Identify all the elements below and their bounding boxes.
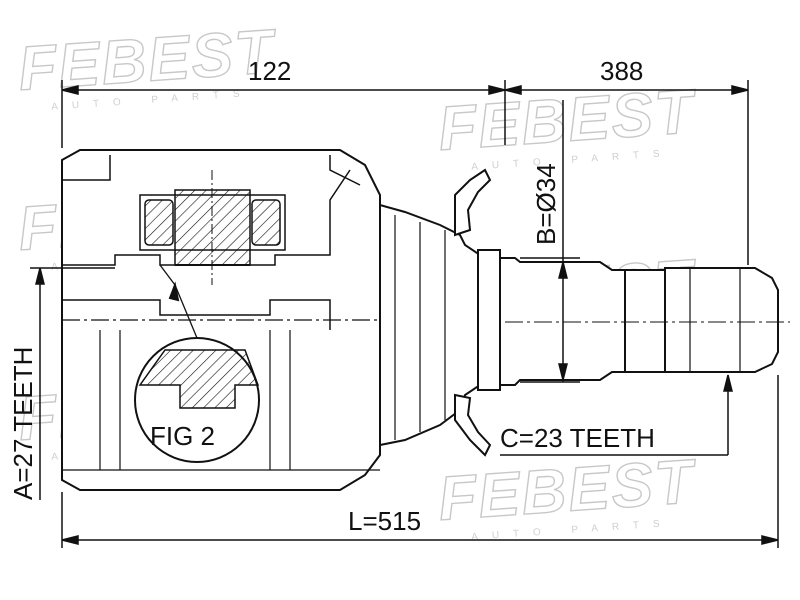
dimension-diameter-label: B=Ø34: [531, 163, 561, 245]
dimension-122-label: 122: [248, 56, 291, 86]
teeth-c-label: C=23 TEETH: [500, 423, 655, 453]
drive-shaft: [499, 257, 790, 386]
fig-2-label: FIG 2: [150, 421, 215, 451]
fig2-detail: [134, 264, 260, 463]
dimension-total-length: [61, 375, 779, 548]
total-length-label: L=515: [348, 506, 421, 536]
dimension-teeth-c: [500, 374, 733, 456]
teeth-a-label: A=27 TEETH: [8, 347, 38, 500]
dimension-388: [504, 80, 749, 265]
boot-flange: [379, 168, 501, 457]
dimension-diameter: [520, 100, 580, 383]
dimension-388-label: 388: [600, 56, 643, 86]
bearing-section: [139, 170, 286, 285]
dimension-teeth-a: [30, 267, 115, 500]
dimension-122: [61, 80, 506, 148]
